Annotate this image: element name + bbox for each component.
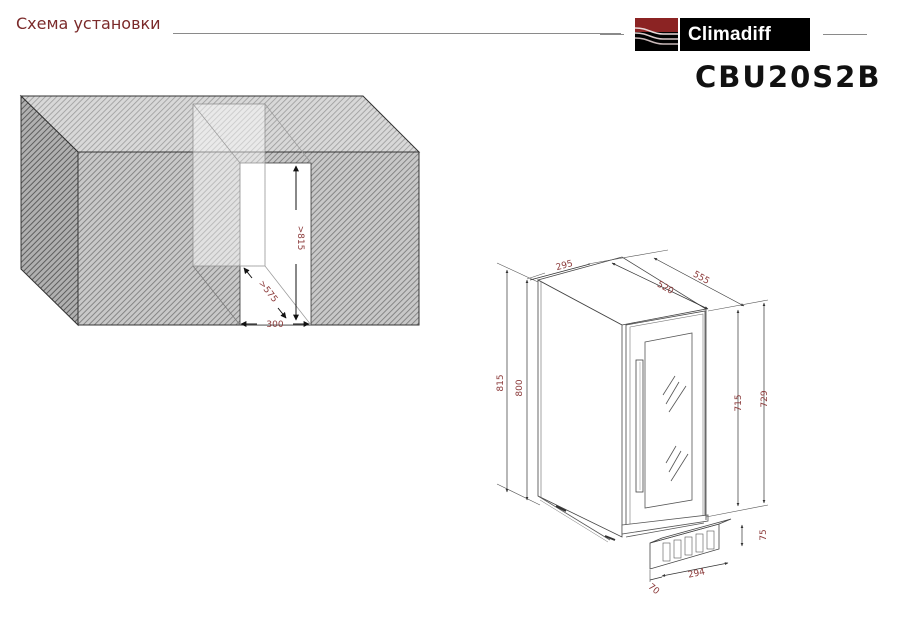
page-title: Схема установки <box>16 14 161 33</box>
door-height-label: 715 <box>734 394 744 411</box>
title-underline-divider <box>173 33 621 34</box>
appliance-diagram <box>496 249 769 582</box>
width-label: 295 <box>555 259 574 273</box>
niche-diagram: >815 >575 300 <box>19 94 421 330</box>
brand-logo: Climadiff <box>635 18 810 51</box>
logo-divider-right <box>823 34 867 35</box>
body-height-label: 800 <box>515 379 525 396</box>
model-number: CBU20S2B <box>695 60 882 94</box>
logo-divider-left <box>600 34 624 35</box>
plinth-height-label: 75 <box>759 529 769 540</box>
brand-name: Climadiff <box>680 18 810 51</box>
plinth-width-label: 294 <box>687 567 706 580</box>
plinth-depth-label: 70 <box>646 582 661 597</box>
logo-waves-icon <box>635 18 678 51</box>
niche-height-label: >815 <box>295 226 305 251</box>
niche-width-label: 300 <box>266 320 283 330</box>
top-height-label: 729 <box>760 390 770 407</box>
total-height-label: 815 <box>496 374 506 391</box>
total-depth-label: 555 <box>691 270 711 287</box>
